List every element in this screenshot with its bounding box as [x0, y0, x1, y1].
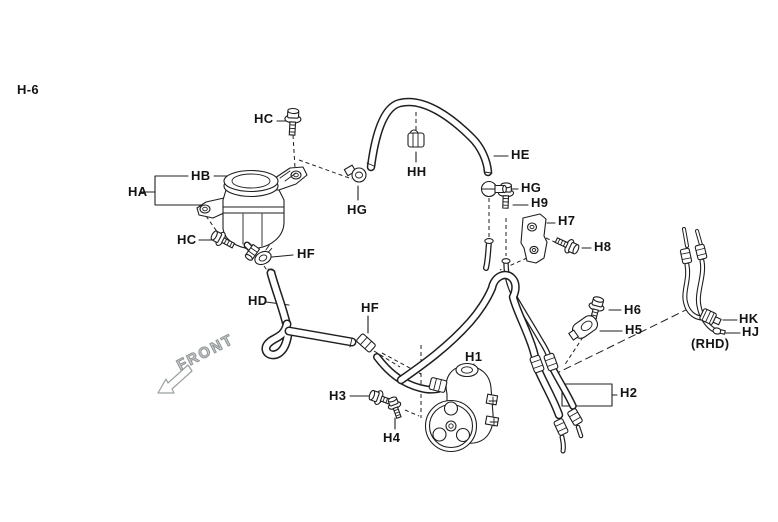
rhd-hose-assembly	[679, 229, 726, 335]
callout-hc-left: HC	[177, 232, 197, 247]
callout-hg-left: HG	[347, 202, 368, 217]
callout-h6: H6	[624, 302, 642, 317]
callout-h8: H8	[594, 239, 612, 254]
assembly-dash-lines	[206, 112, 692, 418]
callout-h1: H1	[465, 349, 483, 364]
callout-h3: H3	[329, 388, 347, 403]
bolt-h8	[552, 233, 582, 258]
bolt-hc-top	[283, 107, 302, 136]
callout-hk: HK	[739, 311, 759, 326]
diagram-ref-code: H-6	[17, 82, 39, 97]
leader-lines	[141, 121, 740, 429]
clamp-hf-upper	[251, 245, 276, 267]
bracket-h7	[521, 214, 547, 263]
clamp-hg-left	[344, 165, 366, 182]
variant-note-rhd: (RHD)	[691, 336, 730, 351]
callout-h7: H7	[558, 213, 576, 228]
reservoir-assembly	[197, 167, 307, 261]
callout-hg-right: HG	[521, 180, 542, 195]
rhd-fitting-hk	[699, 308, 722, 327]
connector-hg-right	[482, 182, 507, 197]
callout-hd: HD	[248, 293, 268, 308]
callout-hh: HH	[407, 164, 427, 179]
suction-hose-hd	[266, 269, 352, 355]
callout-he: HE	[511, 147, 530, 162]
callout-h2: H2	[620, 385, 638, 400]
callout-h9: H9	[531, 195, 549, 210]
return-hose-he	[367, 102, 492, 173]
bolt-h4	[385, 394, 406, 421]
callout-hf-mid: HF	[361, 300, 379, 315]
pressure-pipe-assembly-h2	[401, 239, 584, 451]
rhd-fitting-hj	[713, 327, 726, 335]
callout-ha: HA	[128, 184, 148, 199]
callout-hf-upper: HF	[297, 246, 315, 261]
clamp-h5	[566, 313, 600, 343]
callout-hc-top: HC	[254, 111, 274, 126]
clip-hh	[408, 130, 424, 147]
clamp-hf-mid	[356, 333, 376, 352]
callout-hj: HJ	[742, 324, 760, 339]
reservoir-outlet-nipple	[244, 244, 259, 261]
callout-h5: H5	[625, 322, 643, 337]
front-direction-arrow-icon	[158, 365, 192, 393]
pump-assembly	[426, 364, 499, 452]
pump-inlet-fitting	[429, 377, 447, 393]
small-parts	[208, 107, 607, 421]
callout-hb: HB	[191, 168, 211, 183]
callout-h4: H4	[383, 430, 401, 445]
